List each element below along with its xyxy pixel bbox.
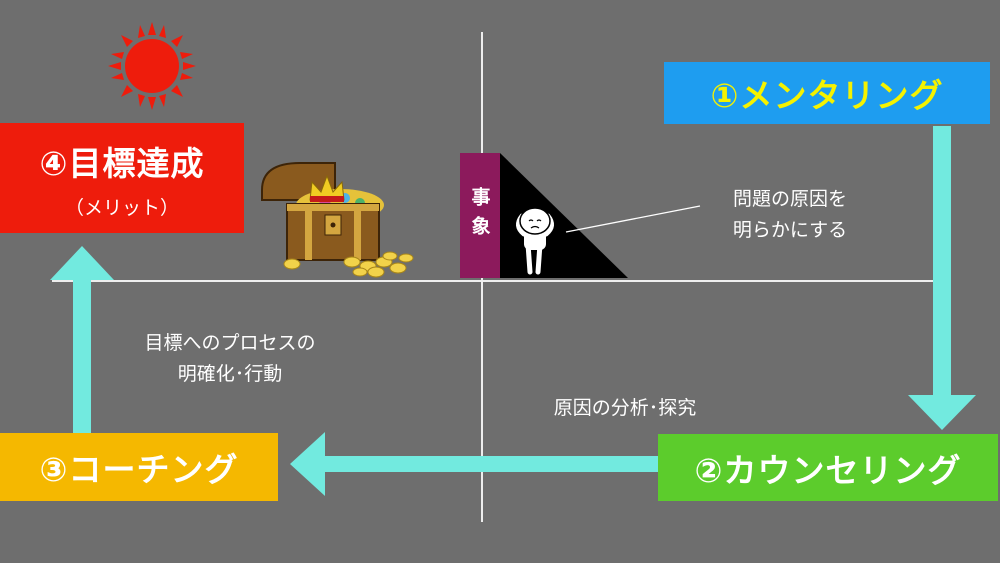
pointer-line (565, 205, 701, 233)
treasure-chest-icon (261, 162, 414, 278)
slope-shape (500, 153, 628, 278)
process-note: 目標へのプロセスの 明確化･行動 (115, 328, 345, 390)
worried-person-icon (516, 207, 554, 275)
counseling-label: ②カウンセリング (694, 450, 962, 490)
sun-icon (108, 22, 196, 110)
process-note-line: 目標へのプロセスの (144, 332, 316, 354)
cause-note: 問題の原因を 明らかにする (705, 184, 875, 246)
arrow-left (290, 432, 658, 496)
arrow-down (908, 126, 976, 430)
goal-sublabel: （メリット） (64, 196, 179, 219)
jisho-label: 事象 (468, 186, 491, 245)
counseling-box: ②カウンセリング (658, 434, 998, 501)
goal-label: ④目標達成 (39, 143, 205, 183)
coaching-label: ③コーチング (39, 450, 239, 489)
process-note-line: 明確化･行動 (177, 363, 283, 385)
cause-note-line: 明らかにする (732, 219, 848, 241)
arrow-up (50, 246, 114, 433)
jisho-bar: 事象 (460, 153, 500, 278)
analysis-note-text: 原因の分析･探究 (553, 397, 697, 419)
mentoring-box: ①メンタリング (664, 62, 990, 124)
coaching-box: ③コーチング (0, 433, 278, 501)
analysis-note: 原因の分析･探究 (510, 393, 740, 424)
goal-box: ④目標達成 （メリット） (0, 123, 244, 233)
cause-note-line: 問題の原因を (732, 188, 847, 210)
mentoring-label: ①メンタリング (710, 76, 944, 115)
